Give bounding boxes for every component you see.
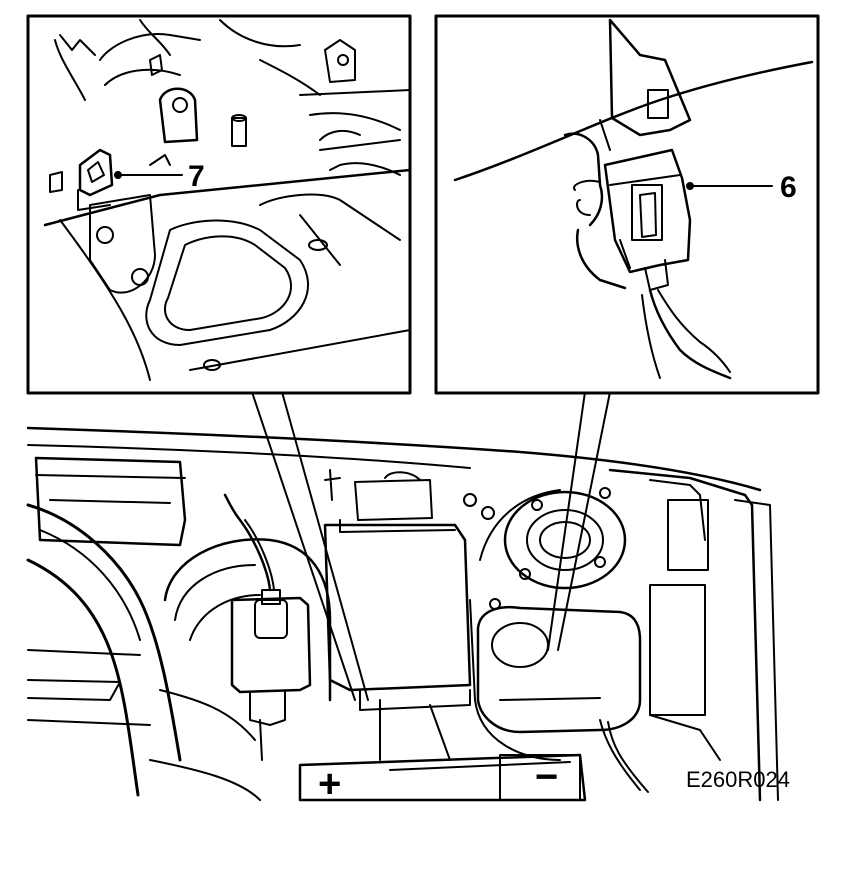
inset-connector-detail <box>434 14 820 395</box>
fuse-box <box>323 469 472 761</box>
right-fender <box>608 468 762 802</box>
connector-component <box>603 148 692 291</box>
engine-bay-view <box>26 391 779 802</box>
intake-hose <box>26 503 261 801</box>
battery-positive-symbol: + <box>318 762 341 806</box>
hood-edge <box>26 426 762 492</box>
clip-component <box>49 148 114 211</box>
battery <box>298 753 587 802</box>
battery-negative-symbol: − <box>535 755 558 799</box>
figure-code: E260R024 <box>686 767 790 792</box>
callout-label-clip: 7 <box>188 160 205 193</box>
leader-line-left <box>251 391 369 701</box>
brake-fluid-reservoir <box>223 493 312 761</box>
callout-label-connector: 6 <box>780 171 797 204</box>
inset-frame-left <box>26 14 412 395</box>
inset-clip-detail <box>26 14 412 395</box>
inset-frame-right <box>434 14 820 395</box>
air-filter-housing <box>34 456 187 547</box>
leader-line-right <box>547 391 611 651</box>
brake-booster <box>163 538 332 702</box>
strut-tower <box>469 487 627 761</box>
